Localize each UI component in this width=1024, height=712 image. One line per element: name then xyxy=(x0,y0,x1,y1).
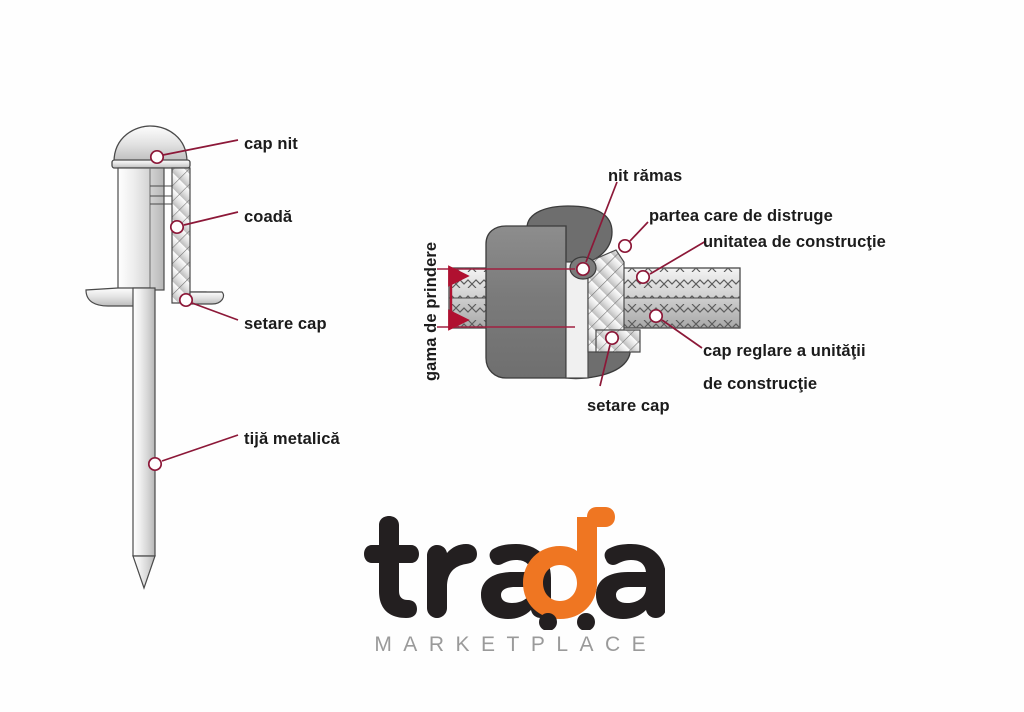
cart-wheel-icon xyxy=(539,613,595,630)
label-partea-care-de-distruge: partea care de distruge xyxy=(649,207,833,225)
trada-wordmark xyxy=(364,507,665,630)
right-callouts xyxy=(575,181,707,387)
left-callouts xyxy=(147,139,239,472)
grip-range-dimension xyxy=(437,265,575,331)
label-setare-cap-left: setare cap xyxy=(244,315,327,333)
label-coada: coadă xyxy=(244,208,293,226)
label-setare-cap-right: setare cap xyxy=(587,397,670,415)
label-cap-reglare-a-unitatii: cap reglare a unităţii xyxy=(703,342,866,360)
logo-subtitle: MARKETPLACE xyxy=(374,633,658,656)
label-de-constructie: de construcţie xyxy=(703,375,818,393)
label-cap-nit: cap nit xyxy=(244,135,298,153)
trada-logo: MARKETPLACE xyxy=(355,505,665,675)
right-rivet-section xyxy=(448,205,741,380)
label-tija-metalica: tijă metalică xyxy=(244,430,340,448)
label-gama-de-prindere: gama de prindere xyxy=(422,241,440,381)
label-unitatea-de-constructie: unitatea de construcţie xyxy=(703,233,886,251)
left-rivet-body xyxy=(85,125,225,590)
label-nit-ramas: nit rămas xyxy=(608,167,683,185)
